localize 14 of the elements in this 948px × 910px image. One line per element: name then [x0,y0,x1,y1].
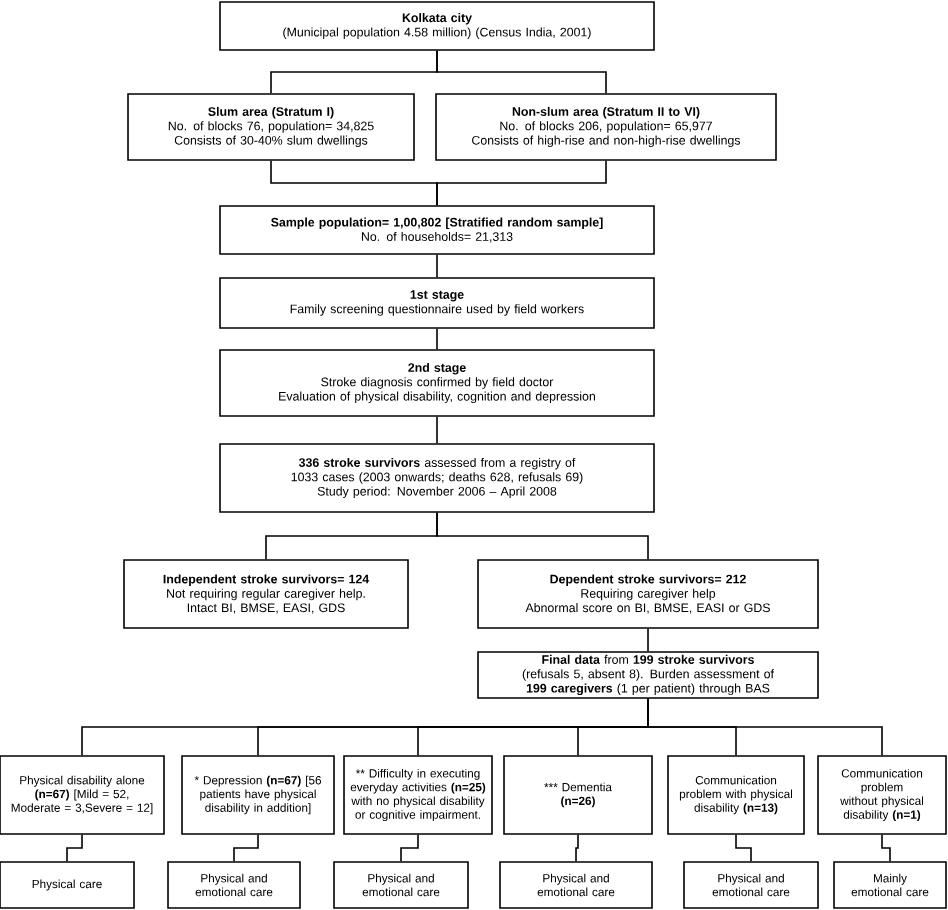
connector-line [66,834,83,862]
connector-line [400,834,419,862]
connector-line [436,254,438,278]
connector-line [436,416,438,444]
connector-line [436,50,607,94]
connector-line [436,160,607,206]
connector-line [647,628,649,652]
connector-line [233,834,259,862]
connector-line [436,512,649,560]
connector-line [735,834,752,862]
connector-line [647,698,883,756]
connector-line [575,834,579,862]
connector-line [881,834,891,862]
connector-line [436,328,438,350]
